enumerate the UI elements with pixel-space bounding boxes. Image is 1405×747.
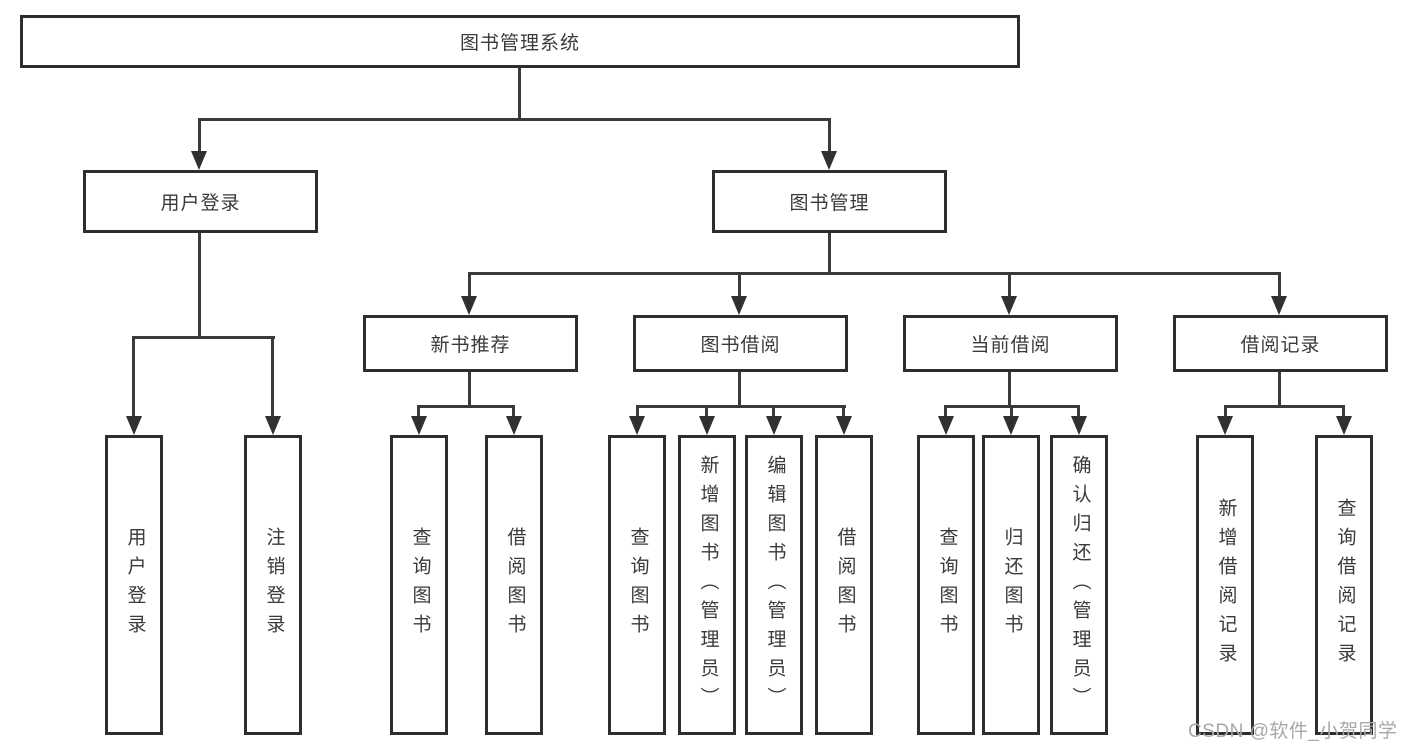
node-user-login: 用户登录 bbox=[83, 170, 318, 233]
leaf-return-books: 归还图书 bbox=[982, 435, 1040, 735]
connector-line bbox=[1008, 372, 1011, 408]
leaf-query-books: 查询图书 bbox=[917, 435, 975, 735]
leaf-logout: 注销登录 bbox=[244, 435, 302, 735]
leaf-confirm-return-admin: 确认归还（管理员） bbox=[1050, 435, 1108, 735]
leaf-label: 归还图书 bbox=[1001, 527, 1023, 643]
leaf-label: 用户登录 bbox=[124, 527, 146, 643]
leaf-add-books-admin: 新增图书（管理员） bbox=[678, 435, 736, 735]
arrow-down-icon bbox=[191, 151, 207, 170]
connector-line bbox=[417, 405, 420, 418]
leaf-borrow-books: 借阅图书 bbox=[815, 435, 873, 735]
leaf-query-borrow-record: 查询借阅记录 bbox=[1315, 435, 1373, 735]
connector-line bbox=[705, 405, 708, 418]
arrow-down-icon bbox=[699, 416, 715, 435]
arrow-down-icon bbox=[1217, 416, 1233, 435]
leaf-label: 确认归还（管理员） bbox=[1069, 454, 1091, 716]
connector-line bbox=[271, 336, 274, 418]
connector-line bbox=[1077, 405, 1080, 418]
leaf-label: 查询图书 bbox=[409, 527, 431, 643]
connector-line bbox=[772, 405, 775, 418]
connector-line bbox=[944, 405, 947, 418]
arrow-down-icon bbox=[938, 416, 954, 435]
leaf-label: 新增借阅记录 bbox=[1215, 498, 1237, 672]
connector-line bbox=[738, 372, 741, 408]
connector-bar bbox=[198, 118, 831, 121]
arrow-down-icon bbox=[731, 296, 747, 315]
node-book-management: 图书管理 bbox=[712, 170, 947, 233]
leaf-edit-books-admin: 编辑图书（管理员） bbox=[745, 435, 803, 735]
connector-bar bbox=[417, 405, 515, 408]
arrow-down-icon bbox=[265, 416, 281, 435]
connector-bar bbox=[468, 272, 1281, 275]
leaf-label: 借阅图书 bbox=[834, 527, 856, 643]
connector-line bbox=[1342, 405, 1345, 418]
node-book-borrow: 图书借阅 bbox=[633, 315, 848, 372]
arrow-down-icon bbox=[461, 296, 477, 315]
node-label: 新书推荐 bbox=[430, 335, 511, 356]
connector-line bbox=[828, 233, 831, 275]
node-label: 当前借阅 bbox=[970, 335, 1051, 356]
connector-line bbox=[738, 272, 741, 299]
connector-line bbox=[842, 405, 845, 418]
node-label: 图书管理系统 bbox=[459, 33, 580, 54]
connector-line bbox=[1010, 405, 1013, 418]
node-label: 图书借阅 bbox=[700, 335, 781, 356]
arrow-down-icon bbox=[1336, 416, 1352, 435]
node-new-book-recommend: 新书推荐 bbox=[363, 315, 578, 372]
node-current-borrow: 当前借阅 bbox=[903, 315, 1118, 372]
node-label: 图书管理 bbox=[789, 193, 870, 214]
leaf-query-books: 查询图书 bbox=[608, 435, 666, 735]
csdn-watermark: CSDN @软件_小贺同学 bbox=[1188, 721, 1398, 742]
arrow-down-icon bbox=[411, 416, 427, 435]
connector-line bbox=[468, 272, 471, 299]
connector-line bbox=[1008, 272, 1011, 299]
leaf-label: 查询图书 bbox=[627, 527, 649, 643]
connector-line bbox=[1278, 272, 1281, 299]
connector-line bbox=[512, 405, 515, 418]
connector-line bbox=[198, 118, 201, 154]
leaf-label: 注销登录 bbox=[263, 527, 285, 643]
arrow-down-icon bbox=[1001, 296, 1017, 315]
arrow-down-icon bbox=[1003, 416, 1019, 435]
arrow-down-icon bbox=[126, 416, 142, 435]
leaf-label: 查询图书 bbox=[936, 527, 958, 643]
connector-line bbox=[468, 372, 471, 408]
leaf-user-login: 用户登录 bbox=[105, 435, 163, 735]
arrow-down-icon bbox=[1271, 296, 1287, 315]
arrow-down-icon bbox=[766, 416, 782, 435]
arrow-down-icon bbox=[836, 416, 852, 435]
leaf-label: 编辑图书（管理员） bbox=[764, 454, 786, 716]
connector-bar bbox=[1224, 405, 1345, 408]
connector-line bbox=[1278, 372, 1281, 408]
leaf-label: 新增图书（管理员） bbox=[697, 454, 719, 716]
node-borrow-records: 借阅记录 bbox=[1173, 315, 1388, 372]
node-label: 用户登录 bbox=[160, 193, 241, 214]
arrow-down-icon bbox=[629, 416, 645, 435]
connector-line bbox=[828, 118, 831, 154]
connector-line bbox=[132, 336, 135, 418]
node-library-management-system: 图书管理系统 bbox=[20, 15, 1020, 68]
leaf-query-books: 查询图书 bbox=[390, 435, 448, 735]
leaf-add-borrow-record: 新增借阅记录 bbox=[1196, 435, 1254, 735]
connector-line bbox=[198, 233, 201, 339]
connector-line bbox=[636, 405, 639, 418]
leaf-borrow-books: 借阅图书 bbox=[485, 435, 543, 735]
connector-line bbox=[1224, 405, 1227, 418]
arrow-down-icon bbox=[506, 416, 522, 435]
node-label: 借阅记录 bbox=[1240, 335, 1321, 356]
leaf-label: 查询借阅记录 bbox=[1334, 498, 1356, 672]
arrow-down-icon bbox=[1071, 416, 1087, 435]
leaf-label: 借阅图书 bbox=[504, 527, 526, 643]
connector-bar bbox=[132, 336, 275, 339]
connector-bar bbox=[636, 405, 846, 408]
arrow-down-icon bbox=[821, 151, 837, 170]
connector-line bbox=[518, 68, 521, 120]
